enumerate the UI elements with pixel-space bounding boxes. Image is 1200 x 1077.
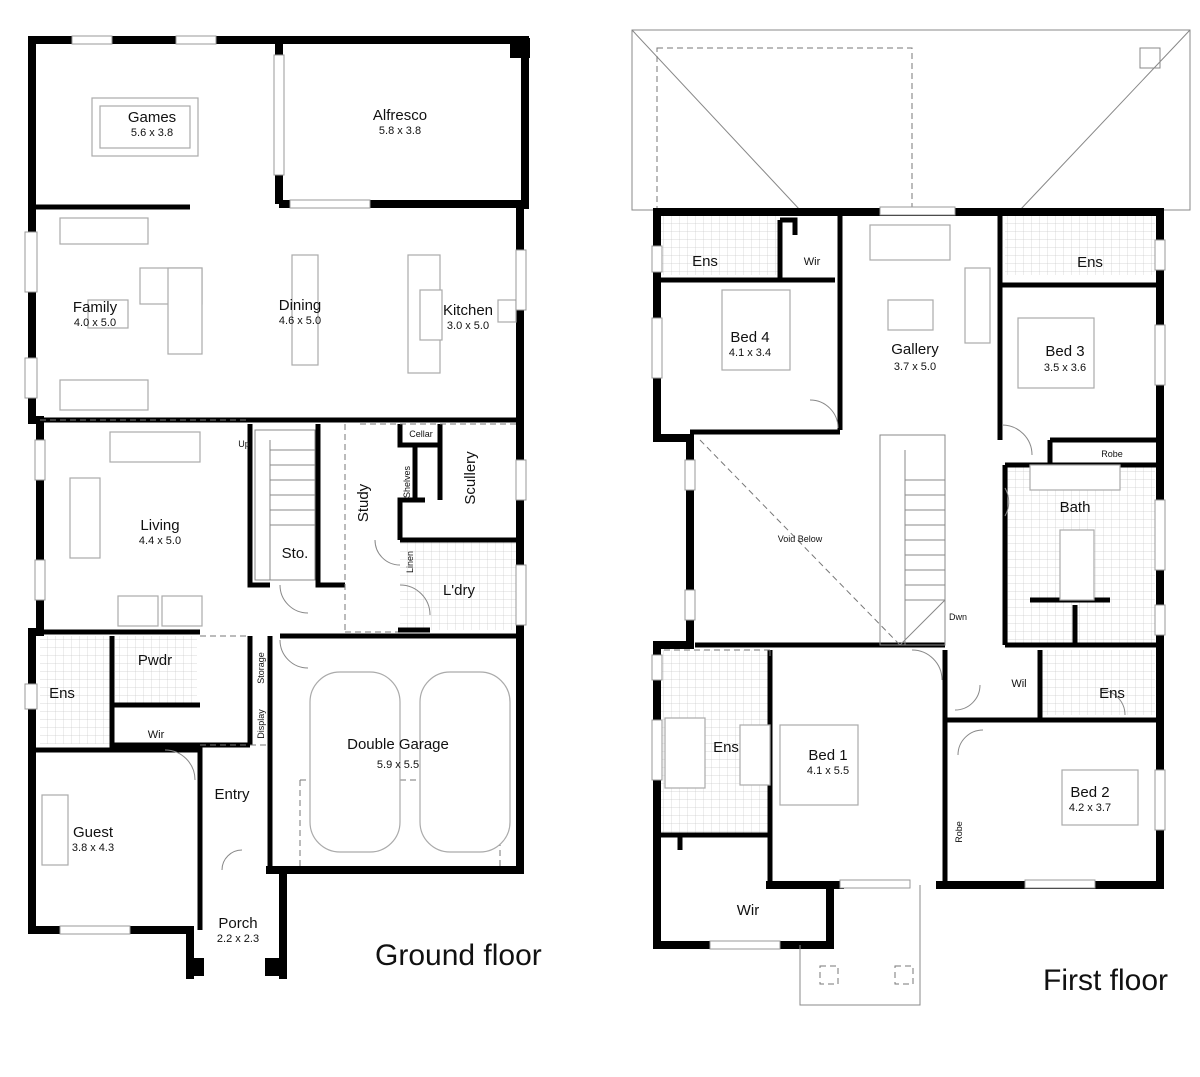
porch-column [265,958,281,976]
room-name-family: Family [73,299,118,316]
ground-ens-tiles [40,636,110,744]
room-name-bed4: Bed 4 [730,329,769,346]
label-laundry: L'dry [443,582,476,599]
label-ground-ens: Ens [49,685,75,702]
label-cellar: Cellar [409,429,433,439]
label-dwn: Dwn [949,612,967,622]
room-name-games: Games [128,109,176,126]
ground-windows [24,35,527,935]
room-size-living: 4.4 x 5.0 [139,535,181,547]
label-ens-bed3: Ens [1077,254,1103,271]
porch-column [188,958,204,976]
ens-bed4-tiles [660,215,780,275]
label-wir-bed4: Wir [804,256,821,268]
label-ground-wir: Wir [148,729,165,741]
roof-outline [631,29,1191,211]
room-name-garage: Double Garage [347,736,449,753]
first-furniture [664,224,1139,826]
label-robe-bath: Robe [1101,449,1123,459]
room-size-garage: 5.9 x 5.5 [377,759,419,771]
room-size-kitchen: 3.0 x 5.0 [447,320,489,332]
column [510,38,530,58]
room-name-kitchen: Kitchen [443,302,493,319]
ground-internal-walls [32,424,520,930]
label-sto: Sto. [282,545,309,562]
label-wil: Wil [1011,678,1026,690]
room-name-bed1: Bed 1 [808,747,847,764]
ground-floor-title: Ground floor [375,939,542,972]
room-size-bed3: 3.5 x 3.6 [1044,362,1086,374]
room-size-dining: 4.6 x 5.0 [279,315,321,327]
ens-bed2-tiles [1040,650,1155,715]
first-floor-title: First floor [1043,964,1168,997]
room-name-living: Living [140,517,179,534]
label-scullery: Scullery [462,451,479,505]
room-name-alfresco: Alfresco [373,107,427,124]
room-size-bed4: 4.1 x 3.4 [729,347,771,359]
room-name-bed2: Bed 2 [1070,784,1109,801]
room-size-games: 5.6 x 3.8 [131,127,173,139]
room-name-porch: Porch [218,915,257,932]
room-size-bed1: 4.1 x 5.5 [807,765,849,777]
room-name-dining: Dining [279,297,322,314]
label-ens-bed1: Ens [713,739,739,756]
label-study: Study [355,483,372,522]
label-ens-bed2: Ens [1099,685,1125,702]
label-void-below: Void Below [778,534,823,544]
door-swings [164,539,431,871]
room-name-gallery: Gallery [891,341,939,358]
first-door-swings [809,399,1126,756]
first-stairs [879,434,946,646]
first-floor-plan: Bed 4 4.1 x 3.4 Gallery 3.7 x 5.0 Bed 3 … [631,29,1191,1006]
label-entry: Entry [214,786,250,803]
void-diagonal [660,439,901,660]
room-name-bed3: Bed 3 [1045,343,1084,360]
ground-stairs [254,429,316,581]
label-storage: Storage [256,652,266,684]
label-wir-bed1: Wir [737,902,760,919]
room-size-gallery: 3.7 x 5.0 [894,361,936,373]
room-size-guest: 3.8 x 4.3 [72,842,114,854]
label-linen: Linen [405,551,415,573]
label-display: Display [256,709,266,739]
ens-bed3-tiles [1005,215,1155,275]
label-robe-bed2: Robe [954,821,964,843]
label-bath: Bath [1060,499,1091,516]
label-shelves: Shelves [402,465,412,498]
room-size-family: 4.0 x 5.0 [74,317,116,329]
pwdr-tiles [115,636,197,706]
room-size-bed2: 4.2 x 3.7 [1069,802,1111,814]
room-size-alfresco: 5.8 x 3.8 [379,125,421,137]
laundry-tiles [400,540,518,630]
label-pwdr: Pwdr [138,652,172,669]
room-name-guest: Guest [73,824,114,841]
first-windows [651,206,1166,950]
ground-furniture [41,97,517,866]
label-up: Up [238,439,250,449]
room-size-porch: 2.2 x 2.3 [217,933,259,945]
balcony [799,885,921,1006]
ground-floor-plan: Games 5.6 x 3.8 Alfresco 5.8 x 3.8 Famil… [24,35,542,979]
label-ens-bed4: Ens [692,253,718,270]
